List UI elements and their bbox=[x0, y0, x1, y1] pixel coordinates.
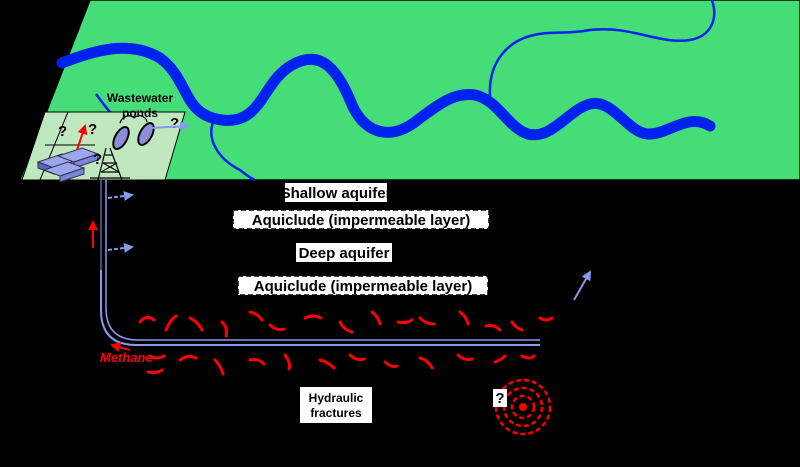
question-mark-pond: ? bbox=[170, 115, 179, 132]
wastewater-pond-2 bbox=[137, 122, 155, 146]
leak-arrow-shallow bbox=[107, 191, 134, 201]
question-mark-pad-mid: ? bbox=[93, 151, 102, 168]
deep-aquifer-box bbox=[296, 243, 392, 262]
question-mark-tank: ? bbox=[58, 123, 67, 140]
tributary-1 bbox=[488, 0, 716, 97]
hydraulic-fractures bbox=[138, 310, 554, 376]
wellbore bbox=[100, 180, 540, 346]
storage-tanks bbox=[36, 147, 100, 183]
tributary-2 bbox=[210, 119, 256, 182]
aquiclude-top-box bbox=[232, 209, 490, 230]
pond-pointer-1 bbox=[119, 115, 135, 124]
leak-arrow-deep bbox=[107, 243, 134, 253]
aquiclude-bottom-box bbox=[237, 275, 489, 296]
deep-aquifer-label: Deep aquifer bbox=[299, 245, 390, 262]
shallow-aquifer-box bbox=[285, 183, 387, 202]
aquiclude-top-label: Aquiclude (impermeable layer) bbox=[252, 212, 470, 229]
surface-blue-arrow bbox=[149, 121, 190, 132]
drilling-rig bbox=[90, 147, 130, 181]
wastewater-pond-1 bbox=[112, 126, 130, 150]
pond-pointer-2 bbox=[133, 115, 148, 123]
seismic-question-box bbox=[493, 389, 507, 407]
methane-arrow bbox=[110, 342, 131, 352]
wastewater-label-line1: Wastewater bbox=[107, 91, 174, 105]
shallow-aquifer-label: Shallow aquifer bbox=[281, 185, 392, 202]
methane-label: Methane bbox=[100, 350, 153, 365]
aquiclude-bottom-label: Aquiclude (impermeable layer) bbox=[254, 278, 472, 295]
main-river bbox=[56, 42, 716, 141]
hydraulic-label-box bbox=[300, 387, 372, 423]
far-blue-arrow bbox=[573, 270, 591, 301]
wastewater-label-line2: ponds bbox=[122, 106, 158, 120]
hydraulic-label-line2: fractures bbox=[310, 406, 362, 420]
question-mark-pad-left: ? bbox=[88, 121, 97, 138]
hydraulic-label-line1: Hydraulic bbox=[309, 391, 364, 405]
question-mark-seismic: ? bbox=[495, 390, 504, 407]
surface-red-arrow bbox=[76, 124, 88, 151]
